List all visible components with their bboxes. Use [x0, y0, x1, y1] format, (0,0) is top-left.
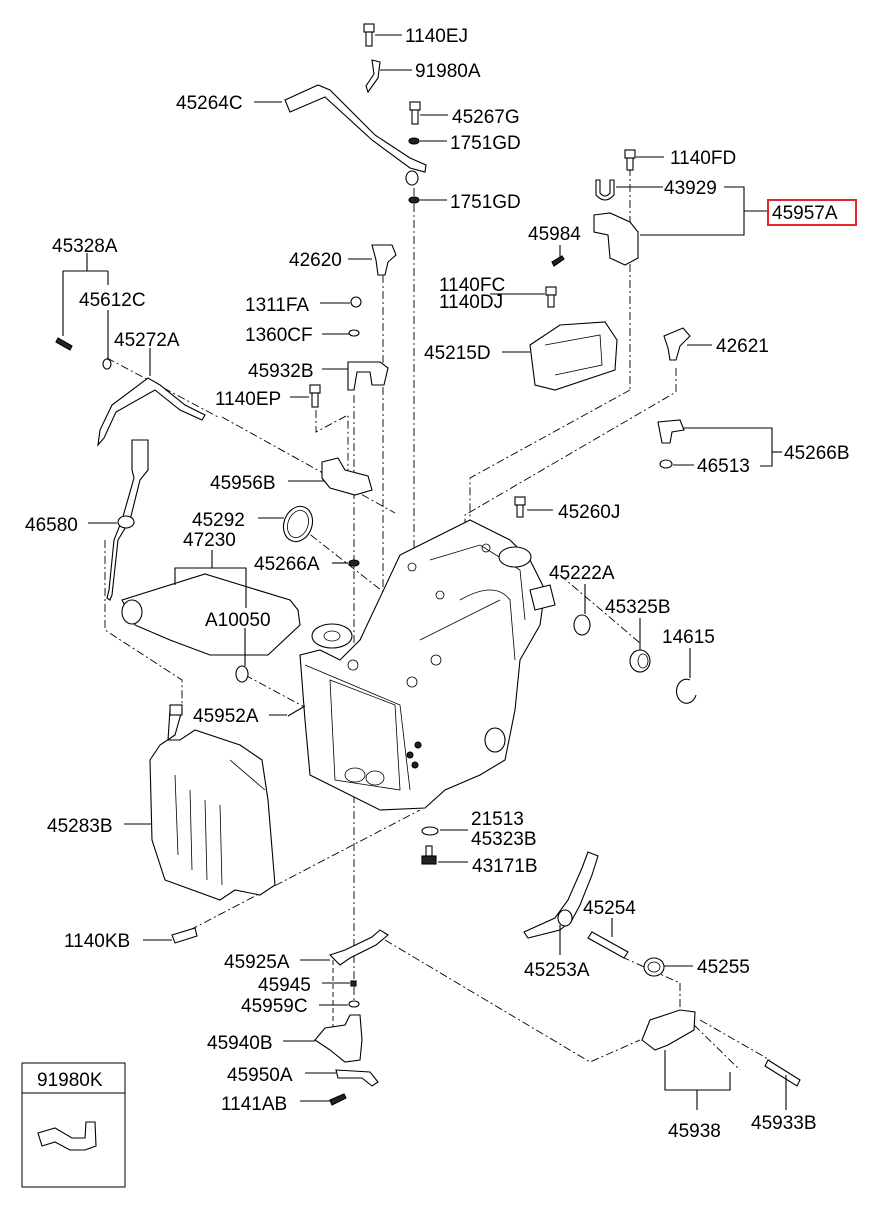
label-45253A[interactable]: 45253A	[524, 960, 590, 981]
label-45254[interactable]: 45254	[583, 898, 636, 919]
clip-43929-shape	[595, 179, 615, 201]
transaxle-case	[299, 519, 556, 811]
label-42621[interactable]: 42621	[716, 336, 769, 357]
label-45283B[interactable]: 45283B	[47, 816, 113, 837]
label-45938[interactable]: 45938	[668, 1121, 721, 1142]
label-45266A[interactable]: 45266A	[254, 554, 320, 575]
bracket-45215D-shape	[529, 321, 618, 391]
part-labels: 1140EJ 91980A 45264C 45267G 1751GD 1751G…	[25, 26, 850, 1142]
label-47230[interactable]: 47230	[183, 530, 236, 551]
assembly-guide-lines	[104, 168, 771, 1071]
label-45325B[interactable]: 45325B	[605, 597, 671, 618]
bracket-45957A-shape	[593, 212, 639, 266]
label-45945[interactable]: 45945	[258, 975, 311, 996]
sector-45940B-shape	[314, 1014, 363, 1063]
clip-91980A-shape	[365, 59, 381, 94]
label-1311FA[interactable]: 1311FA	[245, 295, 309, 316]
label-45925A[interactable]: 45925A	[224, 952, 290, 973]
detent-45938-shape	[641, 1009, 696, 1051]
label-43171B[interactable]: 43171B	[472, 856, 538, 877]
label-45264C[interactable]: 45264C	[176, 93, 243, 114]
label-46513[interactable]: 46513	[697, 456, 750, 477]
oil-pan-45283B-shape	[149, 709, 276, 901]
label-1751GD-lower[interactable]: 1751GD	[450, 192, 521, 213]
label-1140EJ[interactable]: 1140EJ	[405, 26, 468, 47]
label-A10050[interactable]: A10050	[205, 610, 271, 631]
label-45933B[interactable]: 45933B	[751, 1113, 817, 1134]
label-43929[interactable]: 43929	[664, 178, 717, 199]
label-45959C[interactable]: 45959C	[241, 996, 308, 1017]
label-1140EP[interactable]: 1140EP	[215, 389, 281, 410]
inset-title-91980K[interactable]: 91980K	[37, 1070, 103, 1091]
harness-45272A-shape	[97, 377, 206, 447]
label-45323B[interactable]: 45323B	[471, 829, 537, 850]
label-1140FC[interactable]: 1140FC	[439, 275, 505, 296]
highlight-box-45957A	[767, 199, 857, 226]
label-45952A[interactable]: 45952A	[193, 706, 259, 727]
label-91980A[interactable]: 91980A	[415, 61, 481, 82]
bolt-1140EJ-shape	[363, 23, 375, 47]
switch-45956B-shape	[321, 457, 373, 496]
pipe-45264C-shape	[284, 84, 427, 173]
label-45940B[interactable]: 45940B	[207, 1033, 273, 1054]
label-46580[interactable]: 46580	[25, 515, 78, 536]
label-45957A[interactable]: 45957A	[772, 203, 838, 224]
label-42620[interactable]: 42620	[289, 250, 342, 271]
label-14615[interactable]: 14615	[662, 627, 715, 648]
label-21513[interactable]: 21513	[471, 809, 524, 830]
inset-91980K	[21, 1062, 126, 1188]
label-45267G[interactable]: 45267G	[452, 107, 520, 128]
label-1360CF[interactable]: 1360CF	[245, 325, 313, 346]
label-45272A[interactable]: 45272A	[114, 330, 180, 351]
label-45255[interactable]: 45255	[697, 957, 750, 978]
label-45222A[interactable]: 45222A	[549, 563, 615, 584]
label-45984[interactable]: 45984	[528, 224, 581, 245]
label-45612C[interactable]: 45612C	[79, 290, 146, 311]
label-45932B[interactable]: 45932B	[248, 361, 314, 382]
label-1141AB[interactable]: 1141AB	[221, 1094, 287, 1115]
label-45215D[interactable]: 45215D	[424, 343, 491, 364]
label-1751GD-upper[interactable]: 1751GD	[450, 133, 521, 154]
label-1140KB[interactable]: 1140KB	[64, 931, 130, 952]
label-45328A[interactable]: 45328A	[52, 236, 118, 257]
label-45950A[interactable]: 45950A	[227, 1065, 293, 1086]
label-1140FD[interactable]: 1140FD	[670, 148, 736, 169]
part-shapes	[55, 23, 801, 1106]
filter-47230-shape	[121, 573, 301, 656]
label-45266B[interactable]: 45266B	[784, 443, 850, 464]
label-1140DJ[interactable]: 1140DJ	[439, 292, 503, 313]
label-45956B[interactable]: 45956B	[210, 473, 276, 494]
label-45292[interactable]: 45292	[192, 510, 245, 531]
label-45260J[interactable]: 45260J	[558, 502, 620, 523]
leader-lines	[62, 34, 787, 1110]
